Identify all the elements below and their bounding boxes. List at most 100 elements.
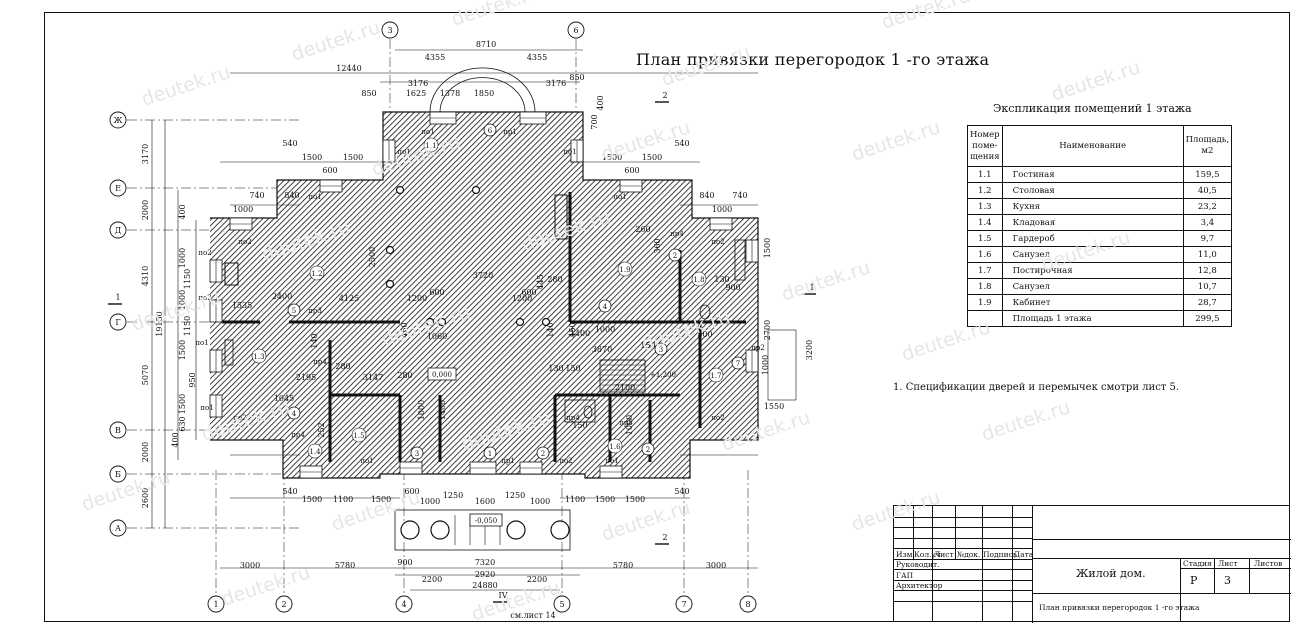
explication-table: Номер поме-щения Наименование Площадь, м… xyxy=(967,125,1233,327)
stamp-col-2: Лист xyxy=(934,550,954,559)
dim-inner-43: 450 xyxy=(568,322,577,337)
dim-bottom-21: 1500 xyxy=(595,495,615,504)
porch-arc xyxy=(429,67,536,113)
bath-fixture-2 xyxy=(564,399,596,423)
explication-name: Гостиная xyxy=(1001,166,1184,183)
dim-top-8: 1625 xyxy=(406,89,426,98)
axis-bubble-Д xyxy=(109,221,127,239)
toilet-fixture-2 xyxy=(583,405,593,419)
door-mark-9: 2 xyxy=(673,252,677,260)
dim-inner-20: 150 xyxy=(640,341,655,350)
axis-bubble-7 xyxy=(675,595,693,613)
explication-num: 1.8 xyxy=(967,278,1003,295)
dim-bottom-15: 1000 xyxy=(420,497,440,506)
door-mark-1: 1 xyxy=(488,450,492,458)
dim-inner-29: 1400 xyxy=(438,400,447,420)
explication-name: Постирочная xyxy=(1001,262,1184,279)
dim-inner-28: 1400 xyxy=(570,329,590,338)
dim-inner-13: 280 xyxy=(335,362,350,371)
stamp-line xyxy=(894,579,1032,581)
room-bubble xyxy=(251,348,267,364)
partition-tag-20: пр4 xyxy=(566,414,580,422)
stamp-line xyxy=(1180,558,1182,621)
stamp-line xyxy=(913,506,914,559)
axis-bubble-Е xyxy=(109,179,127,197)
dim-left-14: 1500 xyxy=(178,394,187,414)
axis-label-Г: Г xyxy=(115,318,120,327)
dim-inner-12: 3147 xyxy=(363,373,383,382)
dim-left-13: 950 xyxy=(188,372,197,387)
section-mark-2: 1 xyxy=(115,293,120,302)
dim-inner-6: 600 xyxy=(429,288,444,297)
room-bubble xyxy=(351,427,367,443)
dim-inner-41: 140 xyxy=(546,322,555,337)
room-label-8: 1.9 xyxy=(619,266,630,274)
explication-num: 1.9 xyxy=(967,294,1003,311)
partition-tag-8: по2 xyxy=(198,249,211,257)
dim-bottom-22: 1500 xyxy=(625,495,645,504)
room-label-6: 1.7 xyxy=(710,372,721,380)
dim-inner-7: 1200 xyxy=(512,294,532,303)
room-bubble xyxy=(607,438,623,454)
toilet-fixture xyxy=(699,304,711,320)
dim-bottom-0: 3000 xyxy=(240,561,260,570)
door-mark-bubble xyxy=(483,123,497,137)
explication-header-area: Площадь, м2 xyxy=(1182,125,1233,167)
dim-inner-30: 1000 xyxy=(417,400,426,420)
door-mark-4: 3 xyxy=(659,346,663,354)
dim-inner-25: 130 xyxy=(714,275,729,284)
dim-inner-15: 1045 xyxy=(274,394,294,403)
partition-tag-5: по1 xyxy=(613,193,626,201)
dim-inner-37: 1550 xyxy=(764,402,784,411)
door-mark-bubble xyxy=(654,342,668,356)
door-mark-bubble xyxy=(483,446,497,460)
room-label-7: 1.8 xyxy=(693,276,704,284)
stamp-line xyxy=(1032,593,1291,595)
dim-left-8: 1000 xyxy=(178,248,187,268)
stamp-line xyxy=(932,506,933,559)
dim-bottom-20: 1100 xyxy=(565,495,585,504)
dim-left-12: 1500 xyxy=(178,340,187,360)
column xyxy=(385,279,395,289)
dim-inner-39: 1000 xyxy=(625,415,634,435)
stamp-line xyxy=(955,506,956,559)
partition-tag-21: пр2 xyxy=(751,344,765,352)
dim-top-14: 600 xyxy=(322,166,337,175)
stamp-line xyxy=(1012,506,1013,559)
dim-left-16: 400 xyxy=(171,432,180,447)
level-2: -0,050 xyxy=(475,517,497,525)
dim-bottom-10: 540 xyxy=(282,487,297,496)
dim-inner-35: 2700 xyxy=(763,320,772,340)
partition-tag-7: по2 xyxy=(711,238,724,246)
room-label-4: 1.5 xyxy=(353,432,364,440)
explication-name: Кабинет xyxy=(1001,294,1184,311)
explication-name: Санузел xyxy=(1001,246,1184,263)
dim-bottom-8: 2200 xyxy=(527,575,547,584)
dim-top-12: 1500 xyxy=(302,153,322,162)
door-mark-7: 5 xyxy=(292,307,296,315)
porch-arc-inner xyxy=(439,77,526,113)
stamp-stage: Р xyxy=(1190,574,1198,587)
partition-tag-24: пр4 xyxy=(313,358,327,366)
level-1: +1,200 xyxy=(650,371,676,379)
dim-inner-8: 600 xyxy=(521,288,536,297)
exterior-walls xyxy=(210,111,759,479)
section-mark-3: 1 xyxy=(809,283,814,292)
dim-inner-33: 500 xyxy=(697,330,712,339)
dim-inner-42: 450 xyxy=(400,322,409,337)
partition-tag-13: по2 xyxy=(711,414,724,422)
door-mark-bubble xyxy=(731,356,745,370)
dim-inner-18: 2100 xyxy=(615,383,635,392)
dim-bottom-9: 24880 xyxy=(472,581,497,590)
dim-bottom-13: 1500 xyxy=(371,495,391,504)
door-mark-8: 7 xyxy=(736,360,740,368)
stamp-role-1: ГАП xyxy=(896,570,914,580)
explication-area: 10,7 xyxy=(1182,278,1233,295)
explication-area: 9,7 xyxy=(1182,230,1233,247)
dim-top-6: 850 xyxy=(361,89,376,98)
stamp-line xyxy=(894,527,1032,528)
level-box-2 xyxy=(469,513,503,527)
